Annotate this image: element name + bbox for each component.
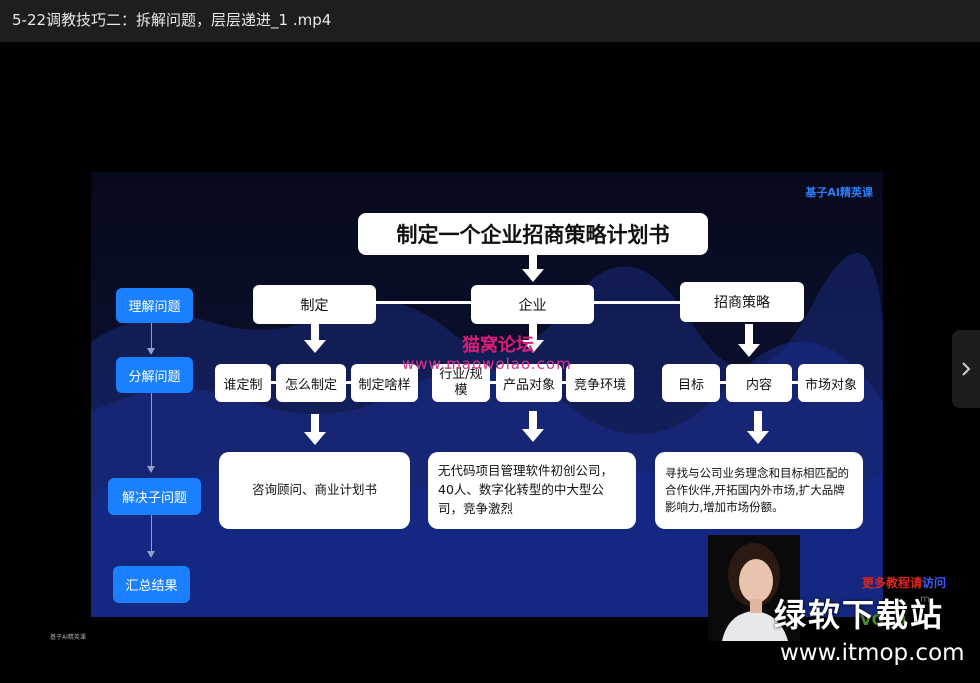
main-title-box: 制定一个企业招商策略计划书 <box>358 213 708 255</box>
brand-label: 基子AI精英课 <box>805 186 873 199</box>
title-bar: 5-22调教技巧二：拆解问题，层层递进_1 .mp4 <box>0 0 980 42</box>
step-connector <box>151 515 152 552</box>
down-arrow-icon <box>738 324 760 357</box>
level2-box: 目标 <box>662 364 720 402</box>
step-connector <box>151 323 152 349</box>
level2-box: 谁定制 <box>215 364 271 402</box>
step-box-understand: 理解问题 <box>116 288 193 323</box>
promo-gray-text: m <box>920 594 930 605</box>
level3-box-1: 咨询顾问、商业计划书 <box>219 452 410 529</box>
forum-watermark-url: www.maowolao.com <box>402 355 572 373</box>
down-arrow-icon <box>522 255 544 282</box>
step-arrow <box>147 551 155 558</box>
down-arrow-icon <box>747 411 769 444</box>
level3-box-3: 寻找与公司业务理念和目标相匹配的合作伙伴,开拓国内外市场,扩大品牌影响力,增加市… <box>655 452 863 529</box>
promo-text: 更多教程请访问 <box>862 576 947 590</box>
down-arrow-icon <box>304 414 326 445</box>
presenter-video <box>708 535 800 641</box>
level3-box-2: 无代码项目管理软件初创公司，40人、数字化转型的中大型公司，竞争激烈 <box>428 452 636 529</box>
level2-box: 市场对象 <box>798 364 864 402</box>
level2-box: 竞争环境 <box>566 364 634 402</box>
step-box-summarize: 汇总结果 <box>113 566 190 603</box>
level1-box-zhiding: 制定 <box>253 285 376 324</box>
down-arrow-icon <box>522 324 544 353</box>
level1-box-qiye: 企业 <box>471 285 594 324</box>
down-arrow-icon <box>304 324 326 353</box>
chevron-right-icon <box>962 362 971 376</box>
level2-box: 制定啥样 <box>351 364 418 402</box>
step-arrow <box>147 348 155 355</box>
forum-watermark: 猫窝论坛 <box>462 335 534 356</box>
level2-box: 内容 <box>726 364 792 402</box>
window-title: 5-22调教技巧二：拆解问题，层层递进_1 .mp4 <box>12 11 332 29</box>
level2-box: 产品对象 <box>496 364 562 402</box>
level2-box: 怎么制定 <box>276 364 346 402</box>
promo-contact: VQ: 0 <box>860 611 907 629</box>
level1-box-zhaoshang: 招商策略 <box>680 282 804 322</box>
step-connector <box>151 393 152 467</box>
step-box-solve: 解决子问题 <box>108 478 201 515</box>
site-watermark-url: www.itmop.com <box>780 640 965 666</box>
site-watermark-name: 绿软下载站 <box>774 596 945 634</box>
level2-box: 行业/规模 <box>432 364 490 402</box>
next-button[interactable] <box>952 330 980 408</box>
step-box-decompose: 分解问题 <box>116 357 193 393</box>
down-arrow-icon <box>522 411 544 442</box>
slide-footnote: 基子AI精英课 <box>50 634 86 641</box>
step-arrow <box>147 466 155 473</box>
